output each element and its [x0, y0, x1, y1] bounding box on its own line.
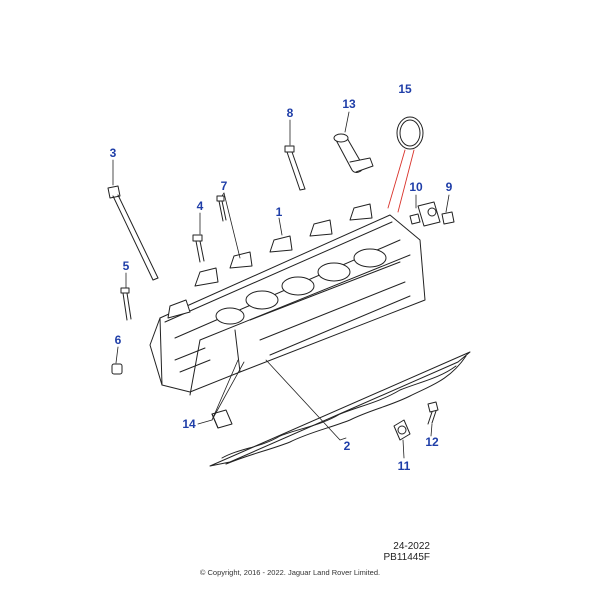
solenoid-10 — [409, 201, 441, 227]
callout-13: 13 — [342, 97, 356, 111]
callout-12: 12 — [425, 435, 439, 449]
bolt-5 — [120, 287, 132, 321]
callout-11: 11 — [397, 459, 411, 473]
callout-10: 10 — [409, 180, 423, 194]
head-gasket — [209, 351, 471, 467]
cylinder-head — [149, 203, 426, 396]
leader-lines — [112, 111, 450, 459]
callout-5: 5 — [122, 259, 130, 273]
dowel-6 — [111, 363, 123, 375]
drawing-number: PB11445F — [383, 552, 430, 563]
callout-7: 7 — [220, 179, 228, 193]
bolt-7 — [216, 195, 227, 222]
callout-9: 9 — [445, 180, 453, 194]
callout-4: 4 — [196, 199, 204, 213]
bolt-12 — [427, 401, 439, 425]
head-bolt-long — [107, 185, 159, 281]
bolt-4 — [192, 234, 205, 263]
screw-9 — [441, 211, 455, 225]
callout-1: 1 — [275, 205, 283, 219]
sensor-11 — [393, 419, 411, 441]
cap-14 — [211, 409, 233, 429]
copyright-notice: © Copyright, 2016 - 2022. Jaguar Land Ro… — [199, 568, 381, 577]
callout-8: 8 — [286, 106, 294, 120]
bolt-8 — [284, 145, 306, 191]
sensor-13 — [333, 133, 374, 173]
sealing-plug-15 — [396, 116, 424, 150]
callout-14: 14 — [182, 417, 196, 431]
callout-6: 6 — [114, 333, 122, 347]
callout-2: 2 — [343, 439, 351, 453]
date-code: 24-2022 — [393, 541, 430, 552]
plug-leader-lines — [387, 149, 415, 213]
callout-15: 15 — [398, 82, 412, 96]
callout-3: 3 — [109, 146, 117, 160]
